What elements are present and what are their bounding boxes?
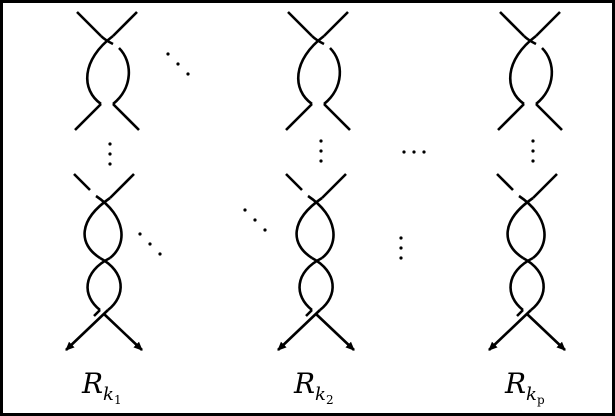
braid-lower-twist-3 xyxy=(489,174,565,350)
diagonal-ellipsis xyxy=(166,52,190,76)
braid-column-3 xyxy=(489,10,565,350)
braid-lower-twist-1 xyxy=(66,174,142,350)
diagonal-ellipsis xyxy=(243,208,267,232)
diagonal-ellipsis xyxy=(138,232,162,256)
label-subscript: k xyxy=(103,384,114,405)
vertical-ellipsis xyxy=(108,142,112,166)
vertical-ellipsis xyxy=(319,139,323,163)
braid-upper-twist-2 xyxy=(284,10,352,132)
braid-column-1 xyxy=(66,10,142,350)
column-label-2: R k 2 xyxy=(293,367,334,407)
braid-upper-twist-3 xyxy=(496,10,564,132)
braid-upper-twist-1 xyxy=(73,10,141,132)
label-main: R xyxy=(293,367,315,400)
label-subscript: k xyxy=(315,384,326,405)
label-main: R xyxy=(81,367,103,400)
label-subsubscript: p xyxy=(537,393,545,407)
vertical-ellipsis xyxy=(399,236,403,260)
label-main: R xyxy=(504,367,526,400)
label-subsubscript: 2 xyxy=(326,393,334,407)
column-label-3: R k p xyxy=(504,367,545,407)
horizontal-ellipsis xyxy=(402,150,426,154)
braid-column-2 xyxy=(278,10,354,350)
braid-lower-twist-2 xyxy=(278,174,354,350)
column-label-1: R k 1 xyxy=(81,367,122,407)
label-subsubscript: 1 xyxy=(114,393,122,407)
vertical-ellipsis xyxy=(531,139,535,163)
label-subscript: k xyxy=(526,384,537,405)
